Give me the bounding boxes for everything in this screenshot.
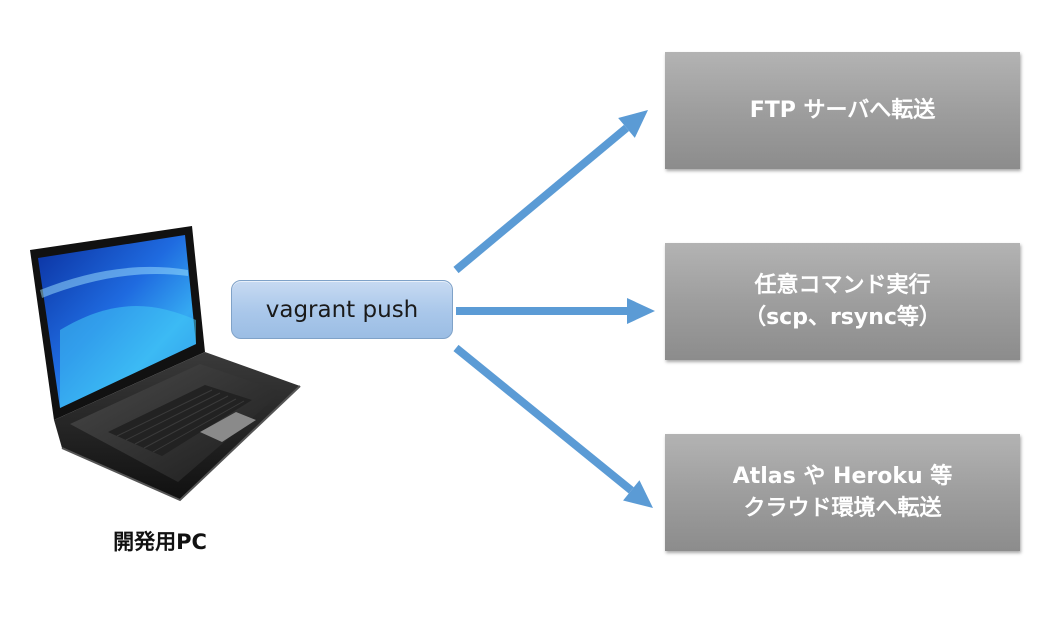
custom-command-sublabel: （scp、rsync等） bbox=[744, 304, 941, 330]
vagrant-push-node[interactable]: vagrant push bbox=[231, 280, 453, 339]
arrow-to-ftp bbox=[453, 124, 630, 274]
cloud-transfer-label: Atlas や Heroku 等 bbox=[732, 463, 953, 489]
custom-command-label: 任意コマンド実行 bbox=[754, 272, 931, 298]
arrow-to-command-head bbox=[627, 298, 655, 324]
arrow-to-cloud bbox=[453, 344, 634, 494]
cloud-transfer-node[interactable]: Atlas や Heroku 等 クラウド環境へ転送 bbox=[665, 434, 1020, 551]
arrow-to-cloud-head bbox=[623, 480, 653, 508]
pc-label: 開発用PC bbox=[113, 530, 207, 554]
arrow-to-ftp-head bbox=[618, 110, 648, 138]
laptop-icon bbox=[0, 0, 320, 520]
custom-command-node[interactable]: 任意コマンド実行 （scp、rsync等） bbox=[665, 243, 1020, 360]
cloud-transfer-sublabel: クラウド環境へ転送 bbox=[743, 495, 942, 521]
ftp-transfer-label: FTP サーバへ転送 bbox=[749, 97, 936, 123]
ftp-transfer-node[interactable]: FTP サーバへ転送 bbox=[665, 52, 1020, 169]
vagrant-push-label: vagrant push bbox=[265, 296, 419, 323]
